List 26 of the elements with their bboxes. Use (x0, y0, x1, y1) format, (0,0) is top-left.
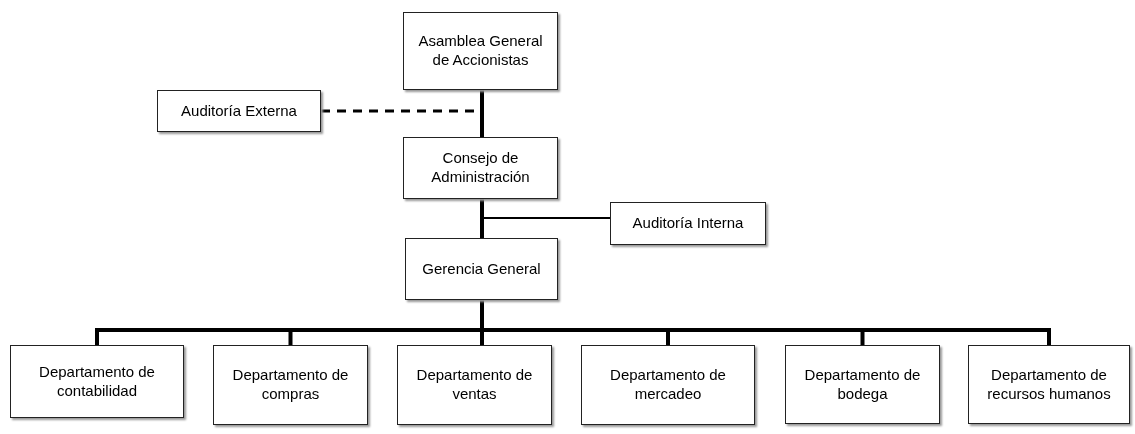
box-label: Departamento de bodega (803, 365, 922, 404)
box-label: Asamblea General de Accionistas (417, 32, 544, 70)
connector-line (480, 199, 484, 238)
box-label: Auditoría Externa (181, 101, 297, 121)
org-box (610, 202, 766, 245)
box-label: Departamento de mercadeo (609, 366, 727, 404)
connector-line (480, 90, 484, 137)
org-box (10, 345, 184, 418)
connector-line (481, 198, 611, 219)
org-box (157, 90, 321, 132)
org-box (213, 345, 368, 425)
org-box (405, 238, 558, 300)
org-box (403, 12, 558, 90)
org-box (968, 345, 1130, 424)
box-label: Departamento de ventas (415, 366, 534, 404)
box-label: Auditoría Interna (632, 214, 744, 233)
org-box (785, 345, 940, 424)
box-label: Departamento de recursos humanos (986, 365, 1112, 404)
box-label: Departamento de contabilidad (38, 362, 156, 401)
box-label: Consejo de Administración (430, 149, 531, 187)
org-box (581, 345, 755, 425)
org-box (397, 345, 552, 425)
org-box (403, 137, 558, 199)
box-label: Gerencia General (422, 259, 541, 279)
box-label: Departamento de compras (231, 366, 350, 404)
connector-line (321, 90, 484, 113)
